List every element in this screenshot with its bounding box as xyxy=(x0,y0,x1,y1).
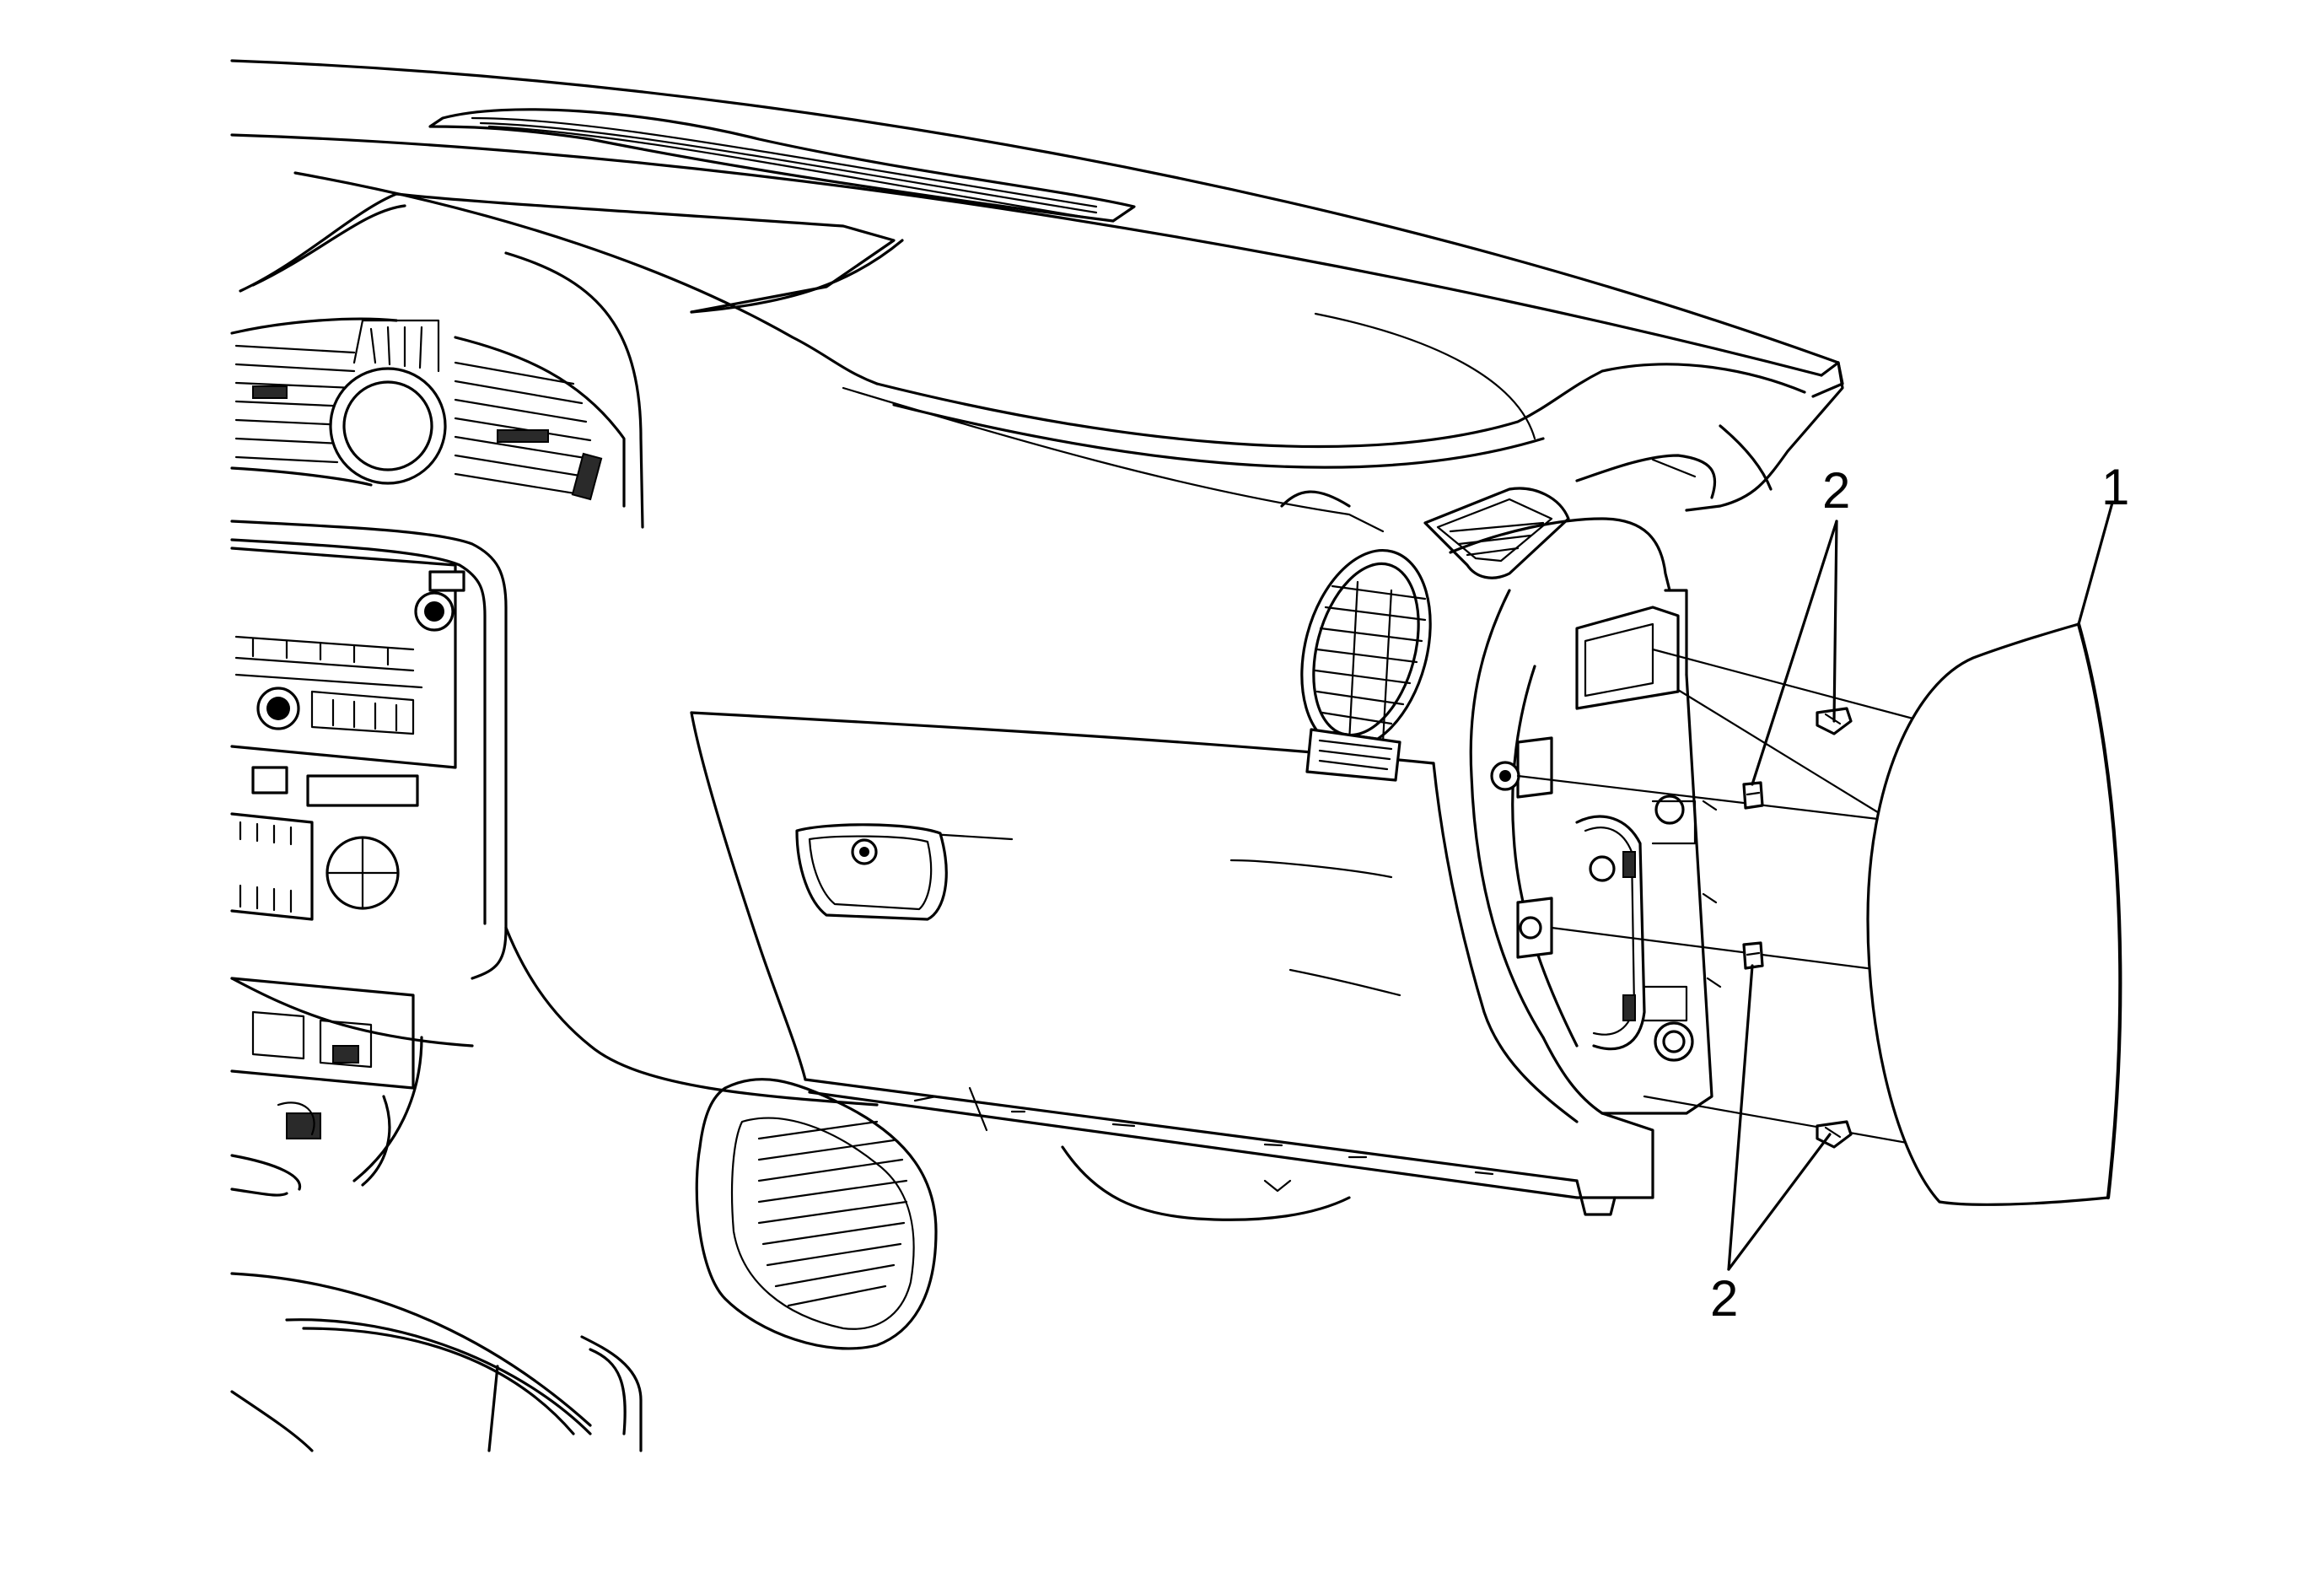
center-console-trim xyxy=(230,926,879,1452)
airbag-module xyxy=(1866,622,2122,1206)
upper-mounting-bracket xyxy=(1575,606,1680,710)
mounting-bolt xyxy=(1654,1021,1694,1062)
round-vent-louvers xyxy=(1314,580,1427,744)
glove-box-panel xyxy=(690,711,1617,1216)
ip-end-housing xyxy=(1449,517,1722,1199)
callout-2-lower: 2 xyxy=(1710,1270,1739,1327)
leader-lines xyxy=(1727,501,2114,1271)
alignment-lines xyxy=(1516,648,1933,1149)
clip-upper-mid xyxy=(1742,781,1764,810)
lower-foot-vent xyxy=(695,1078,1351,1350)
center-vents xyxy=(230,317,626,508)
center-vent-louvers-right xyxy=(454,336,626,508)
center-stack xyxy=(230,520,508,1197)
clip-lower-mid xyxy=(1742,941,1764,970)
callout-1: 1 xyxy=(2101,459,2130,515)
outboard-round-vent xyxy=(1280,490,1432,782)
climate-buttons xyxy=(239,821,293,913)
side-window-vent xyxy=(1423,487,1570,579)
foot-vent-louvers xyxy=(757,1120,908,1307)
radio-preset-buttons xyxy=(234,635,423,735)
glove-box-handle xyxy=(795,823,948,921)
clock-bezel xyxy=(329,367,447,485)
wide-button xyxy=(306,774,419,807)
callout-2-upper: 2 xyxy=(1822,462,1851,519)
retainer-clips xyxy=(1742,707,1853,1149)
upper-fastener-tab xyxy=(1516,736,1553,799)
small-button xyxy=(251,766,288,794)
center-vent-louvers-left xyxy=(234,344,356,464)
dash-top-pad xyxy=(230,59,1844,533)
